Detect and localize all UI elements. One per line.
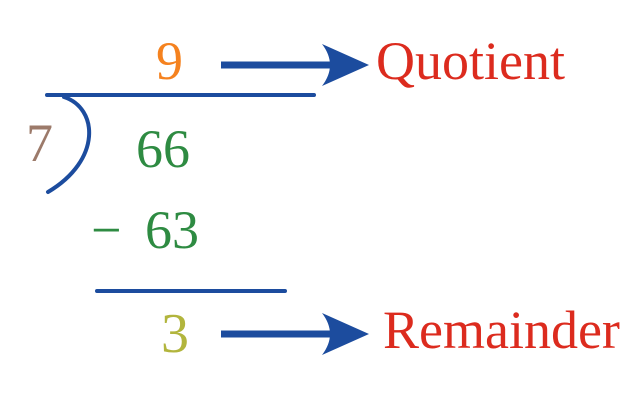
quotient-digit: 9 <box>156 31 183 91</box>
bracket-curve <box>46 95 92 194</box>
dividend-digits: 66 <box>136 119 190 179</box>
product-digits: 63 <box>145 200 199 260</box>
division-bar <box>45 93 316 97</box>
remainder-digit: 3 <box>161 303 189 365</box>
minus-sign: − <box>91 200 122 260</box>
arrow-right-icon <box>221 313 369 355</box>
remainder-label: Remainder <box>383 300 620 360</box>
subtraction-line <box>95 289 287 293</box>
arrow-right-icon <box>221 44 369 86</box>
arrow-head <box>322 44 369 86</box>
divisor-digit: 7 <box>26 113 53 173</box>
division-bracket-icon <box>46 95 92 194</box>
quotient-label: Quotient <box>376 31 565 91</box>
arrow-head <box>322 313 369 355</box>
